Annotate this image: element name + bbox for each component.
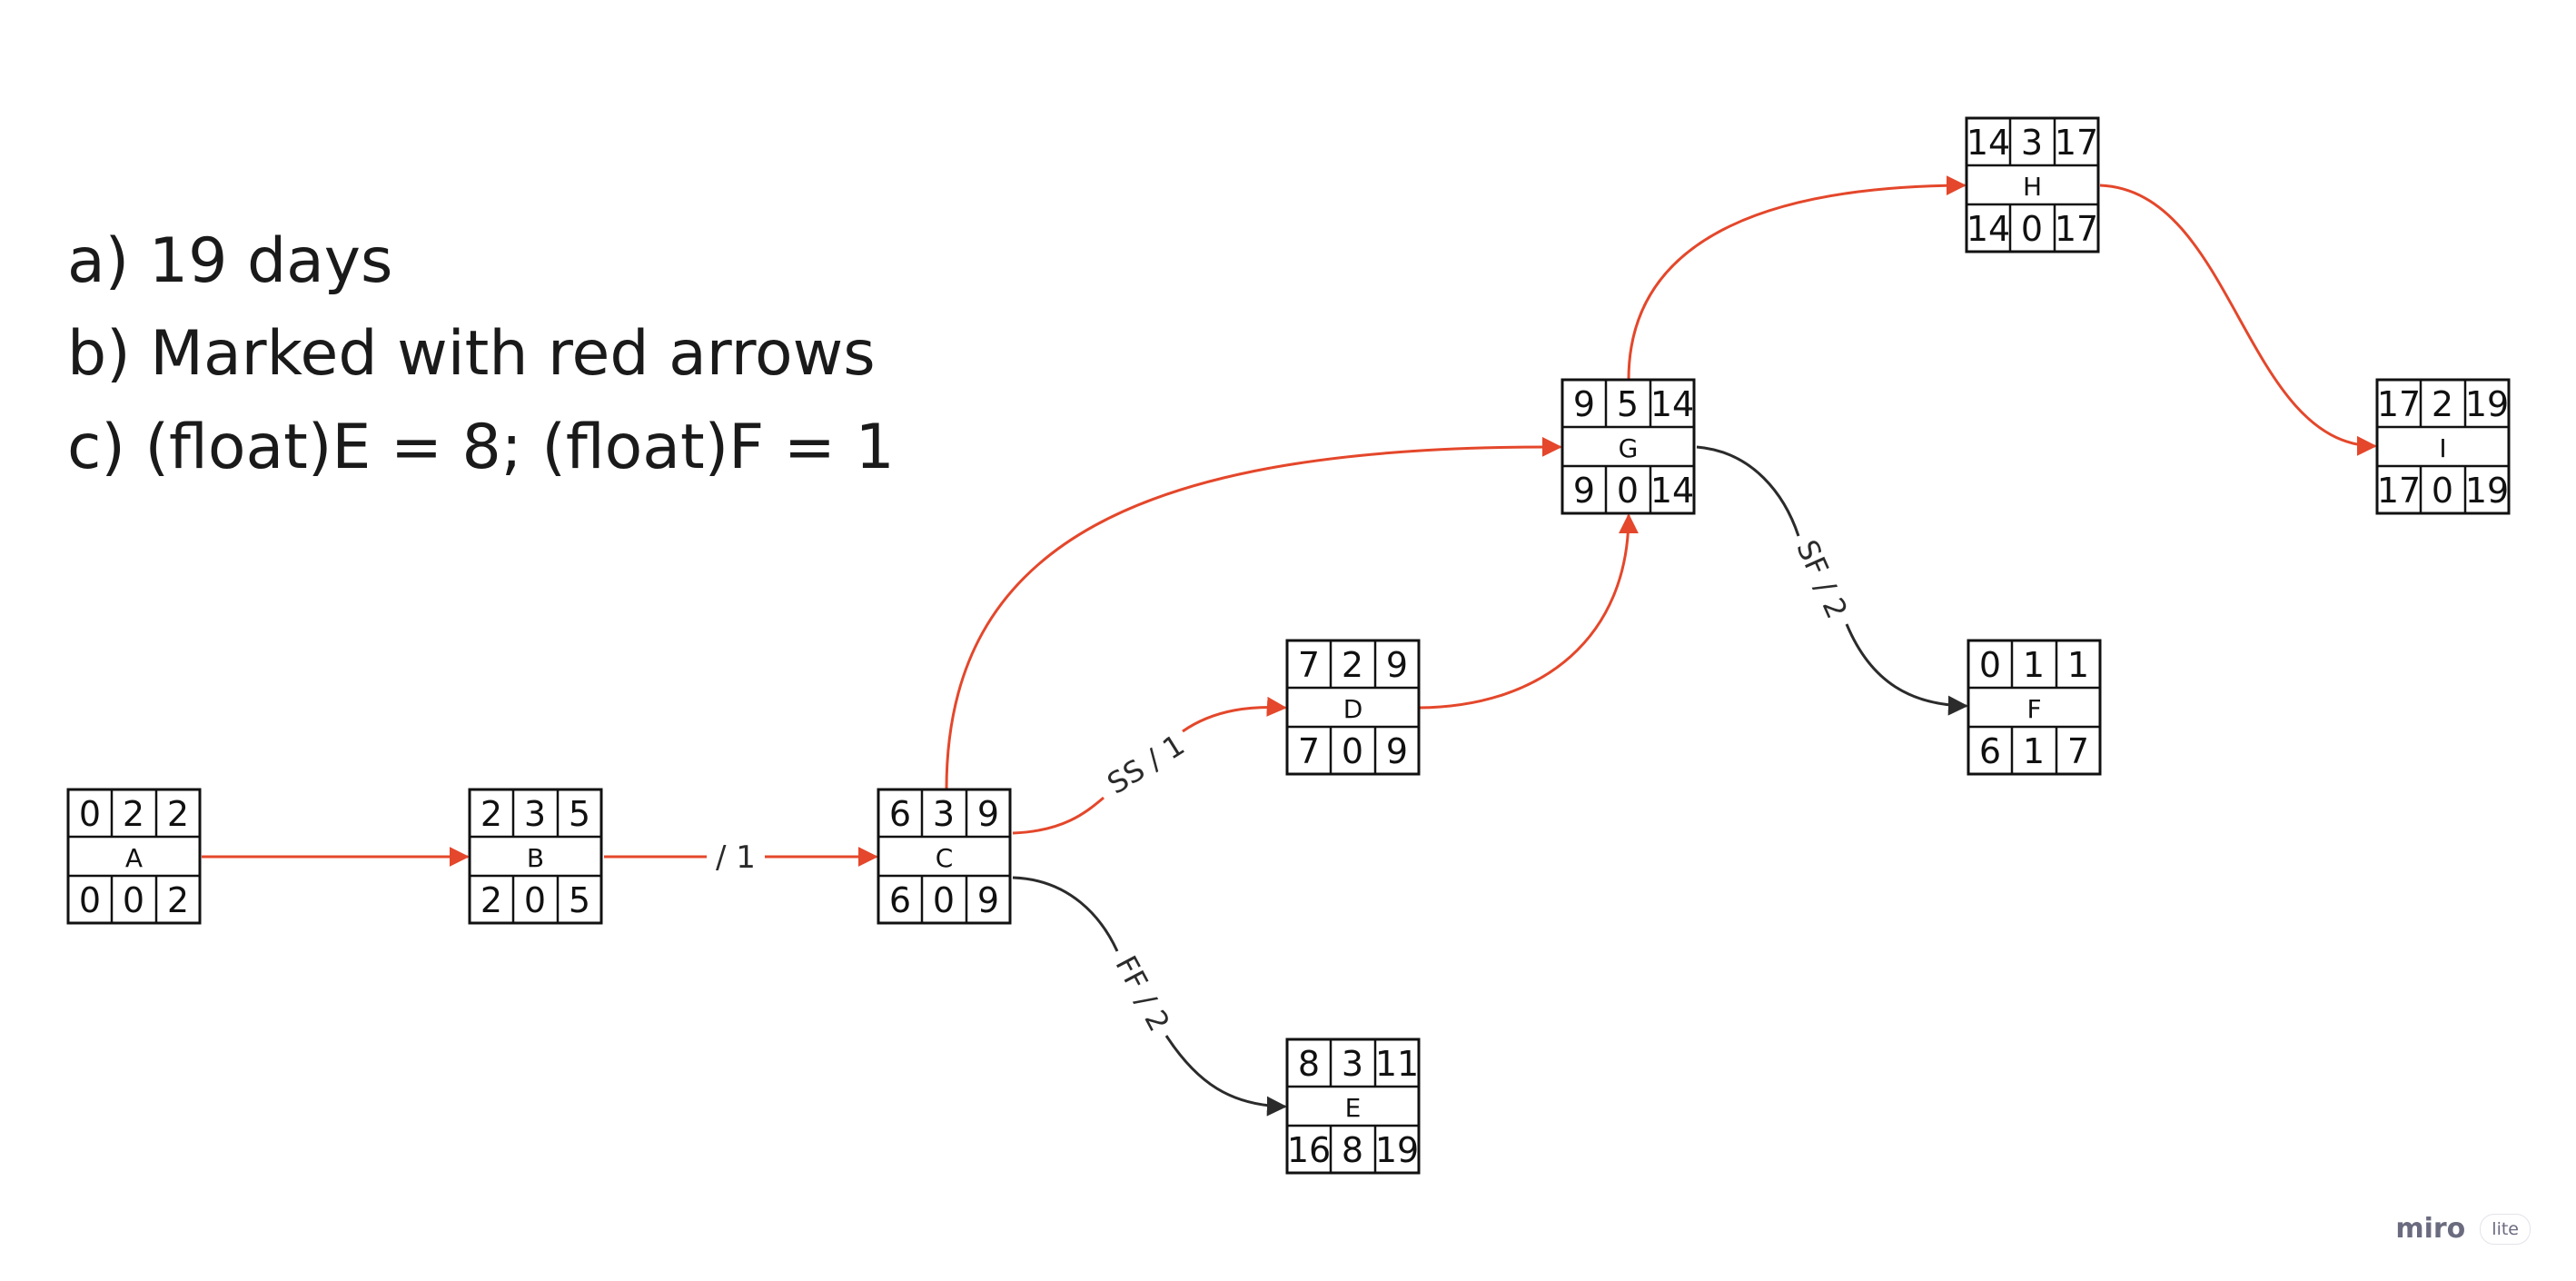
cell-latest-finish: 19 [1375, 1130, 1419, 1170]
activity-name: G [1619, 433, 1639, 463]
cell-earliest-finish: 11 [1375, 1044, 1419, 1084]
edge-d-g [1418, 513, 1639, 710]
cell-latest-start: 14 [1967, 209, 2010, 249]
cell-earliest-start: 2 [481, 794, 502, 834]
cell-duration: 2 [123, 794, 144, 834]
activity-name: D [1343, 694, 1363, 724]
cell-earliest-finish: 5 [569, 794, 590, 834]
cell-latest-finish: 5 [569, 880, 590, 920]
cell-latest-start: 2 [481, 880, 502, 920]
edge-c-g [945, 436, 1562, 790]
cell-total-float: 8 [1342, 1130, 1363, 1170]
edge-c-e-part1 [1012, 876, 1119, 952]
cell-earliest-finish: 9 [1386, 645, 1408, 685]
cell-earliest-finish: 2 [167, 794, 189, 834]
cell-duration: 3 [933, 794, 955, 834]
edge-label-c-e: FF / 2 [1108, 950, 1176, 1038]
cell-earliest-start: 6 [889, 794, 911, 834]
edge-g-h [1627, 175, 1967, 381]
cell-latest-start: 9 [1573, 471, 1595, 511]
edge-g-f-part1 [1696, 445, 1800, 537]
activity-name: B [527, 843, 544, 873]
cell-latest-finish: 17 [2055, 209, 2098, 249]
cell-earliest-finish: 19 [2465, 384, 2509, 424]
cell-total-float: 0 [524, 880, 546, 920]
cell-total-float: 0 [1617, 471, 1639, 511]
cell-total-float: 1 [2023, 731, 2045, 771]
cell-duration: 5 [1617, 384, 1639, 424]
cell-earliest-finish: 14 [1650, 384, 1694, 424]
cell-earliest-start: 0 [1979, 645, 2001, 685]
edge-label-c-d: SS / 1 [1101, 728, 1190, 801]
cell-earliest-finish: 9 [977, 794, 999, 834]
miro-logo: miro [2395, 1213, 2466, 1245]
answer-a: a) 19 days [67, 225, 393, 297]
cell-duration: 3 [524, 794, 546, 834]
cell-latest-finish: 7 [2067, 731, 2089, 771]
edge-h-i [2099, 184, 2377, 456]
cell-earliest-start: 0 [79, 794, 101, 834]
cell-total-float: 0 [2432, 471, 2453, 511]
activity-name: F [2026, 694, 2041, 724]
cell-latest-finish: 9 [977, 880, 999, 920]
cell-latest-start: 16 [1287, 1130, 1331, 1170]
cell-duration: 1 [2023, 645, 2045, 685]
edge-c-d-part1 [1012, 796, 1105, 835]
edge-label-b-c: / 1 [716, 839, 756, 876]
activity-name: C [936, 843, 954, 873]
cell-latest-finish: 19 [2465, 471, 2509, 511]
cell-total-float: 0 [1342, 731, 1363, 771]
cell-earliest-finish: 1 [2067, 645, 2089, 685]
edge-g-f-part2 [1845, 623, 1968, 716]
cell-latest-finish: 2 [167, 880, 189, 920]
cell-earliest-finish: 17 [2055, 123, 2098, 163]
edge-c-d-part2 [1182, 696, 1287, 733]
cell-total-float: 0 [2021, 209, 2043, 249]
answer-b: b) Marked with red arrows [67, 318, 876, 390]
activity-name: A [125, 843, 143, 873]
cell-earliest-start: 9 [1573, 384, 1595, 424]
activity-name: I [2439, 433, 2446, 463]
cell-latest-finish: 9 [1386, 731, 1408, 771]
cell-total-float: 0 [933, 880, 955, 920]
cell-latest-start: 7 [1298, 731, 1320, 771]
cell-latest-start: 6 [1979, 731, 2001, 771]
cell-latest-start: 17 [2377, 471, 2421, 511]
cell-latest-finish: 14 [1650, 471, 1694, 511]
cell-earliest-start: 7 [1298, 645, 1320, 685]
cell-duration: 3 [2021, 123, 2043, 163]
cell-earliest-start: 17 [2377, 384, 2421, 424]
activity-name: E [1345, 1093, 1362, 1123]
answer-c: c) (float)E = 8; (float)F = 1 [67, 412, 895, 483]
lite-badge: lite [2480, 1213, 2531, 1245]
cell-duration: 2 [1342, 645, 1363, 685]
cell-latest-start: 6 [889, 880, 911, 920]
cell-latest-start: 0 [79, 880, 101, 920]
cell-earliest-start: 8 [1298, 1044, 1320, 1084]
brand-watermark: miro lite [2395, 1213, 2531, 1245]
cell-duration: 3 [1342, 1044, 1363, 1084]
edge-c-e-part2 [1164, 1035, 1287, 1117]
activity-name: H [2023, 172, 2042, 202]
edge-label-g-f: SF / 2 [1789, 535, 1854, 624]
cell-duration: 2 [2432, 384, 2453, 424]
cell-total-float: 0 [123, 880, 144, 920]
cell-earliest-start: 14 [1967, 123, 2010, 163]
